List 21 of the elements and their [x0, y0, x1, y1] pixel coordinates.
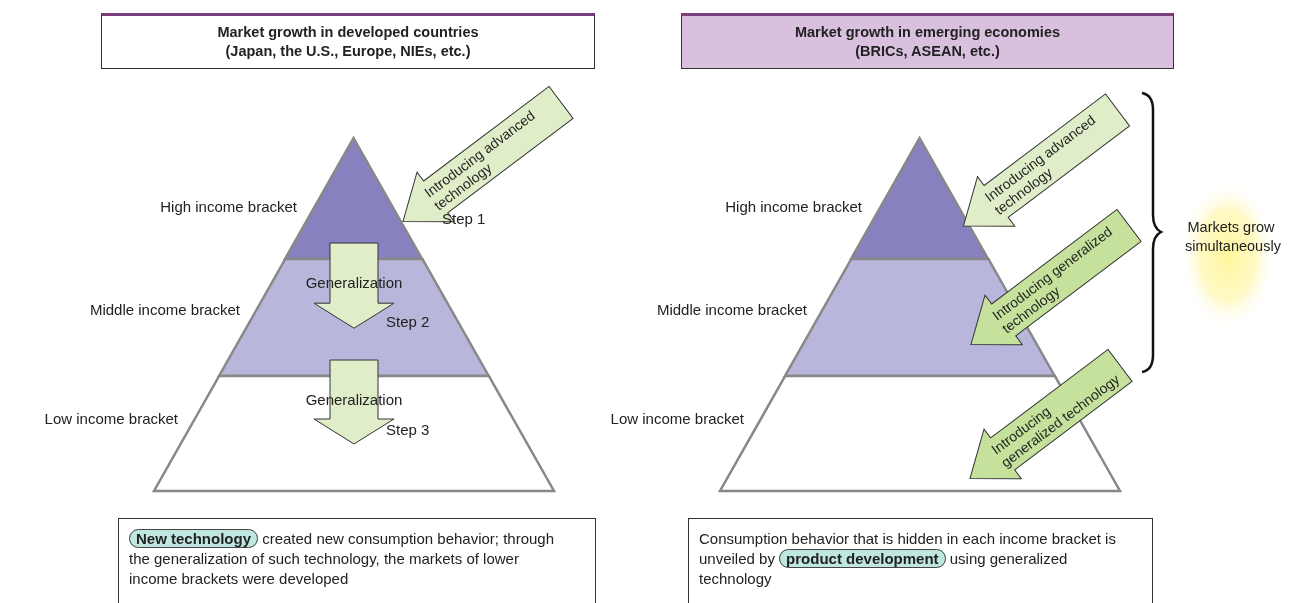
- band-label: Low income bracket: [44, 410, 178, 427]
- edge-label: Generalization: [305, 274, 403, 291]
- band-label: High income bracket: [160, 198, 297, 215]
- block-arrow: [970, 208, 1142, 346]
- description-box: New technology created new consumption behavior; through the generalization of such technology, the markets of lower income brackets were developed: [118, 518, 596, 603]
- step-label: Step 1: [442, 210, 486, 227]
- header-box: Market growth in developed countries (Japan, the U.S., Europe, NIEs, etc.): [101, 13, 595, 69]
- description-box: Consumption behavior that is hidden in each income bracket is unveiled by product development using generalized technology: [688, 518, 1153, 603]
- block-arrow: [969, 348, 1133, 480]
- band-label: Low income bracket: [610, 410, 744, 427]
- header-box: Market growth in emerging economies (BRICs, ASEAN, etc.): [681, 13, 1174, 69]
- band-label: Middle income bracket: [89, 301, 240, 318]
- block-arrow: [313, 359, 395, 445]
- band-label: High income bracket: [725, 198, 862, 215]
- edge-label: Generalization: [305, 391, 403, 408]
- block-arrow: [962, 93, 1130, 227]
- step-label: Step 2: [386, 313, 430, 330]
- band-label: Middle income bracket: [656, 301, 807, 318]
- step-label: Step 3: [386, 421, 430, 438]
- block-arrow: [402, 85, 574, 223]
- block-arrow: [313, 242, 395, 329]
